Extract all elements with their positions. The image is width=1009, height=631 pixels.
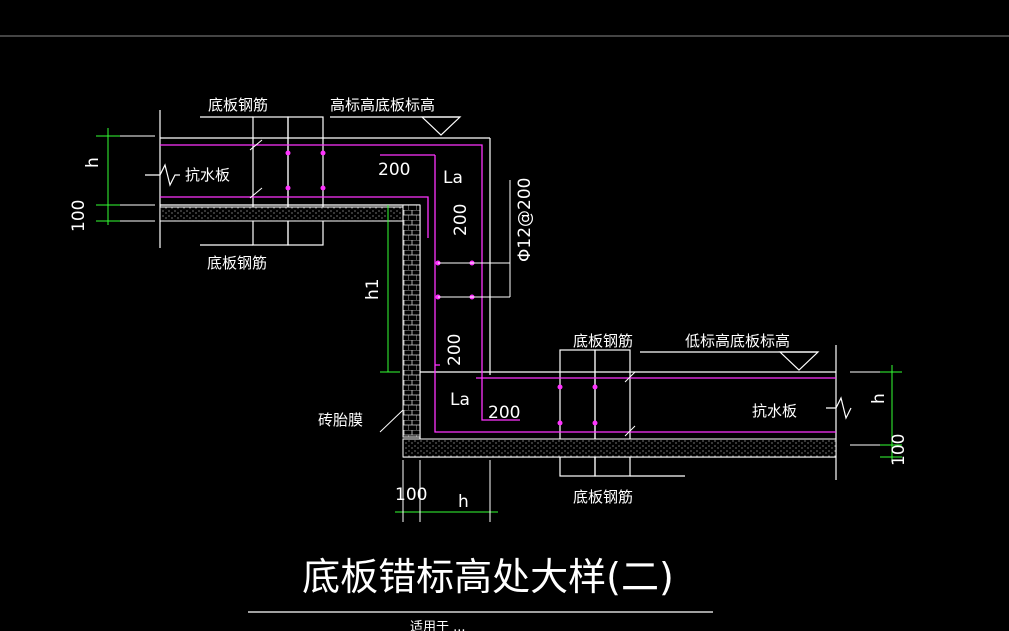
high-elev-marker [330,116,462,136]
label-dim-100-left: 100 [69,200,89,232]
label-low-elev: 低标高底板标高 [685,332,790,350]
label-h1: h1 [363,278,383,300]
label-anti-water-right: 抗水板 [752,402,797,420]
drawing-title: 底板错标高处大样(二) [302,555,674,599]
label-dim-200-top: 200 [378,160,410,180]
dimension-lines [96,128,902,520]
brick-membrane-wall [402,204,421,438]
label-rebar-spec: Φ12@200 [515,178,535,262]
label-dim-h-right: h [869,393,889,404]
label-la-top: La [443,168,463,188]
label-la-bottom: La [450,390,470,410]
rebar-lines [160,144,836,433]
label-brick-membrane: 砖胎膜 [318,411,363,429]
low-slab-cushion [402,438,837,458]
leader-ticks [249,139,636,437]
low-elev-marker [640,351,820,371]
label-dim-h-left: h [83,157,103,168]
label-bottom-rebar-top-left: 底板钢筋 [208,96,268,114]
label-group: 底板钢筋 高标高底板标高 抗水板 底板钢筋 200 La 200 Φ12@200… [69,96,909,512]
high-slab-cushion [159,206,404,222]
label-bottom-rebar-bottom-right: 底板钢筋 [573,488,633,506]
label-dim-200-low: 200 [488,403,520,423]
label-dim-200-vertical-low: 200 [445,334,465,366]
label-bottom-rebar-bottom-left: 底板钢筋 [207,254,267,272]
label-high-elev: 高标高底板标高 [330,96,435,114]
label-bottom-rebar-mid-right: 底板钢筋 [573,332,633,350]
drawing-subtitle: 适用于 ... [410,620,466,631]
label-dim-100-right: 100 [889,434,909,466]
high-slab [145,110,491,445]
rebar-dots [285,150,598,426]
label-dim-h-bottom: h [458,492,469,512]
label-anti-water-left: 抗水板 [185,166,230,184]
label-dim-200-vertical: 200 [451,204,471,236]
label-dim-100-bottom: 100 [395,485,427,505]
dimension-extensions [120,135,880,522]
